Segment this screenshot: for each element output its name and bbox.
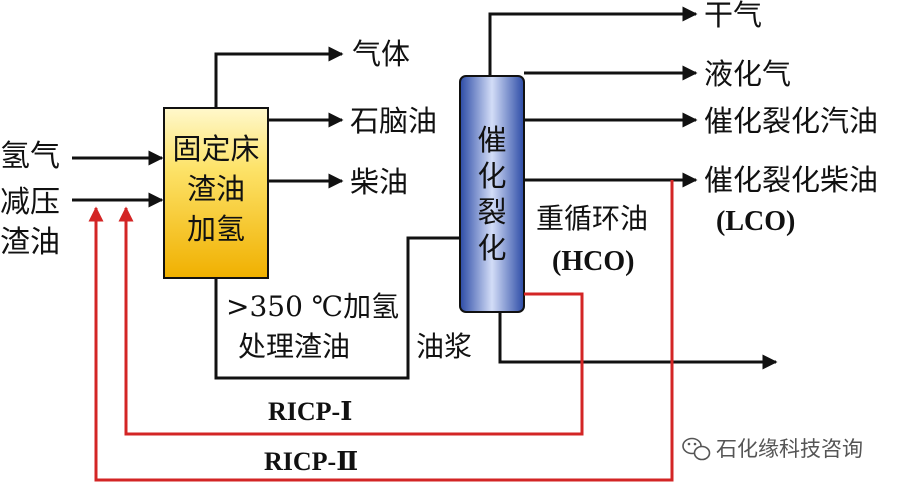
hydrotreated-residue-label-line2: 处理渣油 (238, 330, 350, 363)
reactor-label-line3: 加氢 (187, 212, 245, 246)
lpg-label: 液化气 (704, 57, 791, 91)
gas-label: 气体 (352, 37, 410, 71)
watermark-text: 石化缘科技咨询 (716, 437, 863, 461)
reactor-label-line2: 渣油 (187, 172, 245, 206)
column-label-line2: 化 (477, 159, 506, 193)
column-label-line1: 催 (477, 123, 506, 157)
column-label-line3: 裂 (477, 195, 506, 229)
hco-label-line2: (HCO) (552, 246, 634, 277)
gasoline-label: 催化裂化汽油 (704, 104, 878, 138)
lco-label-line1: 催化裂化柴油 (704, 163, 878, 197)
hydrotreated-residue-label-line1: >350 ℃加氢 (226, 290, 399, 323)
dry-gas-label: 干气 (704, 0, 762, 32)
lco-label-line2: (LCO) (716, 206, 795, 237)
naphtha-label: 石脑油 (350, 104, 437, 138)
ricp1-label: RICP-Ⅰ (268, 397, 352, 426)
fcc-column (459, 75, 525, 313)
gas-product-arrow (214, 46, 344, 108)
hydrogen-label: 氢气 (0, 139, 60, 174)
fixed-bed-reactor (163, 107, 269, 279)
slurry-product-arrow (498, 312, 778, 370)
wechat-icon (682, 437, 711, 461)
hydrotreated-residue-line (214, 236, 460, 380)
vacuum-residue-label-line2: 渣油 (0, 225, 60, 260)
hco-label-line1: 重循环油 (536, 202, 648, 235)
reactor-label-line1: 固定床 (172, 132, 259, 166)
column-label-line4: 化 (477, 231, 506, 265)
ricp1-recycle-line (118, 206, 584, 436)
diesel-label: 柴油 (350, 165, 408, 199)
ricp2-recycle-line (88, 180, 674, 482)
dry-gas-product-arrow (488, 6, 698, 76)
vacuum-residue-label-line1: 减压 (0, 185, 60, 220)
ricp2-label: RICP-Ⅱ (264, 447, 358, 476)
slurry-label: 油浆 (416, 330, 472, 363)
